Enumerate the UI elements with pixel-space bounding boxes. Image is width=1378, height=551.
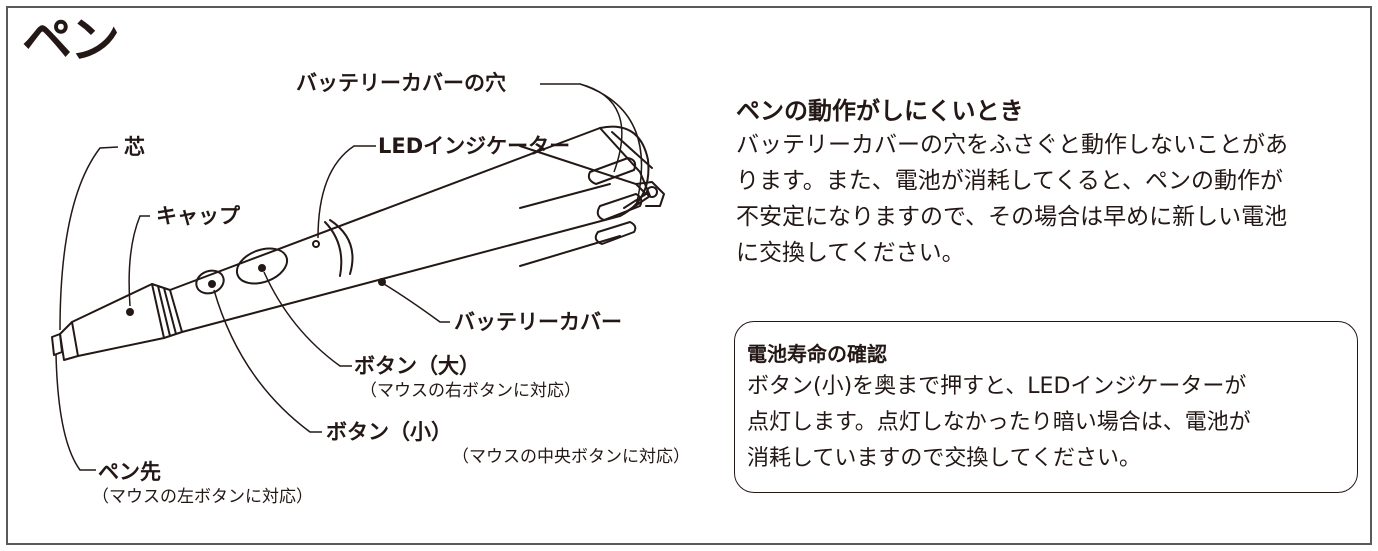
leader-battery-cover (383, 283, 450, 323)
trouble-line: に交換してください。 (736, 240, 965, 266)
page-frame (6, 6, 1372, 545)
label-pen-tip: ペン先 (98, 460, 161, 484)
label-button-small: ボタン（小） (326, 420, 452, 444)
label-button-small-note: （マウスの中央ボタンに対応） (452, 447, 690, 467)
trouble-heading: ペンの動作がしにくいとき (736, 97, 1024, 125)
battery-check-body: ボタン(小)を奥まで押すと、LEDインジケーターが 点灯します。点灯しなかったり… (747, 369, 1251, 477)
label-tip-core: 芯 (124, 135, 145, 159)
label-pen-tip-note: （マウスの左ボタンに対応） (92, 487, 313, 507)
leader-tip-core (59, 146, 119, 331)
trouble-line: ります。また、電池が消耗してくると、ペンの動作が (736, 168, 1283, 194)
trouble-line: 不安定になりますので、その場合は早めに新しい電池 (736, 204, 1288, 230)
leader-battery-holes (540, 83, 643, 207)
label-led-indicator: LEDインジケーター (378, 134, 571, 158)
leader-cap (128, 215, 150, 307)
battery-check-line: 消耗していますので交換してください。 (747, 446, 1142, 471)
battery-check-line: 点灯します。点灯しなかったり暗い場合は、電池が (747, 410, 1251, 435)
led-dot (312, 240, 320, 248)
battery-check-line: ボタン(小)を奥まで押すと、LEDインジケーターが (747, 374, 1247, 399)
cap-rings (151, 283, 183, 339)
leader-led (317, 145, 376, 239)
pen-clip (519, 145, 647, 209)
trouble-line: バッテリーカバーの穴をふさぐと動作しないことがあ (736, 132, 1288, 158)
label-button-large: ボタン（大） (354, 354, 480, 378)
battery-check-heading: 電池寿命の確認 (747, 342, 887, 366)
button-small-shape (195, 269, 225, 295)
label-battery-cover: バッテリーカバー (454, 310, 622, 334)
page-title: ペン (22, 11, 120, 69)
pen-nose-cone (71, 283, 165, 357)
label-button-large-note: （マウスの右ボタンに対応） (360, 381, 581, 401)
label-cap: キャップ (156, 204, 240, 228)
trouble-body: バッテリーカバーの穴をふさぐと動作しないことがあ ります。また、電池が消耗してく… (736, 127, 1366, 271)
label-battery-holes: バッテリーカバーの穴 (296, 71, 506, 95)
leader-button-large (263, 271, 352, 367)
battery-hole-3 (594, 221, 637, 245)
battery-hole-1 (587, 157, 637, 185)
leader-pen-tip (55, 353, 96, 471)
battery-check-box: 電池寿命の確認 ボタン(小)を奥まで押すと、LEDインジケーターが 点灯します。… (734, 321, 1358, 493)
leader-button-small (213, 289, 322, 433)
